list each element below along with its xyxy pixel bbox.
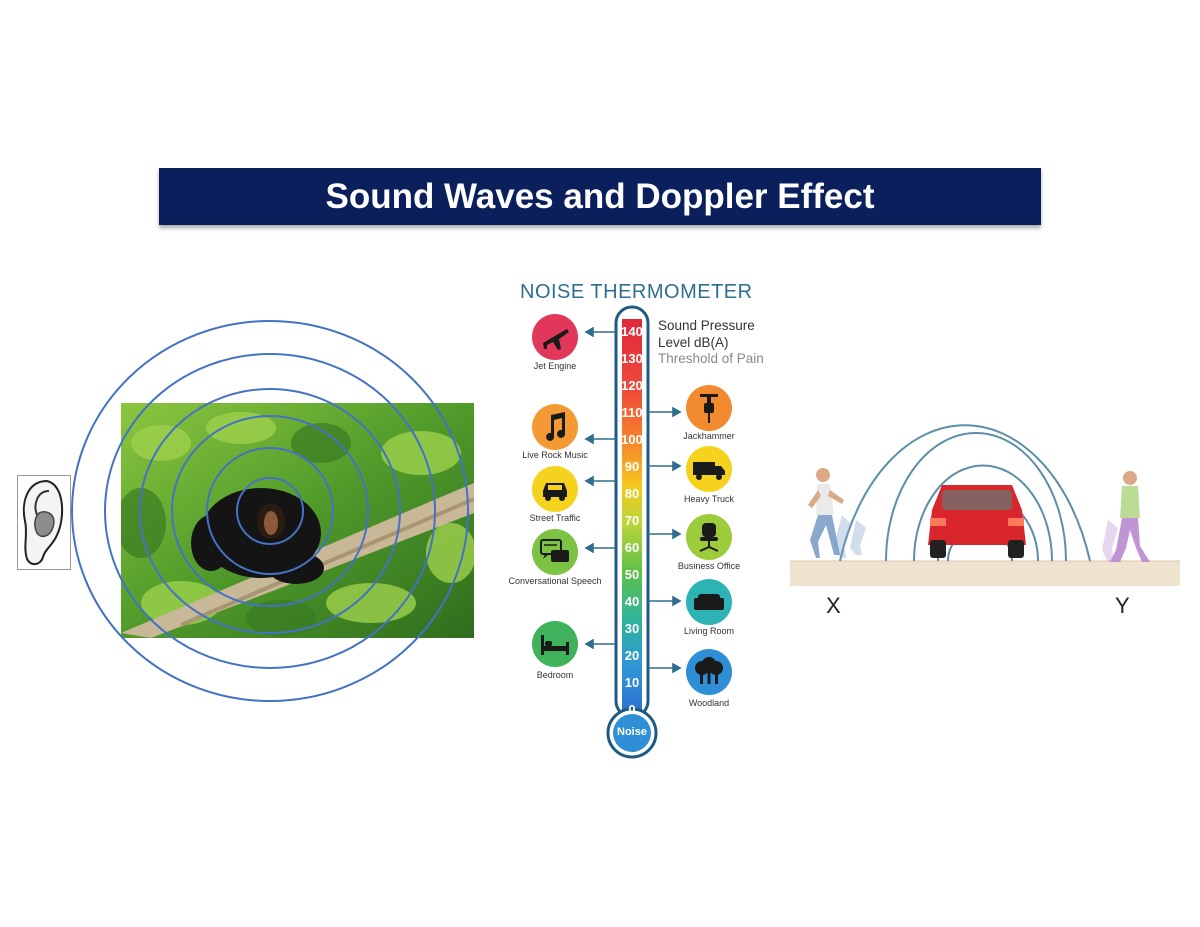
red-car-icon [928,485,1026,558]
tick-label: 0 [628,702,636,717]
sofa-icon [685,578,733,631]
legend-line-2: Level dB(A) [658,335,729,350]
tick-label: 60 [624,540,640,555]
airplane-icon [531,313,579,366]
running-person-right [1110,471,1150,562]
jackhammer-icon [685,384,733,437]
tick-label: 120 [621,378,643,393]
tick-label: 40 [624,594,640,609]
trees-icon [685,648,733,701]
car-icon [531,465,579,518]
thermometer-gauge [604,305,660,760]
running-person-left [808,468,844,558]
page-title: Sound Waves and Doppler Effect [325,176,875,216]
doppler-illustration [790,350,1180,590]
source-label: Heavy Truck [683,494,734,504]
source-arrows [580,320,690,680]
tick-label: 100 [621,432,643,447]
thermometer-bulb-label: Noise [617,726,647,738]
point-x-label: X [826,593,841,618]
source-label: Woodland [688,698,730,708]
tick-label: 50 [624,567,640,582]
source-label: Live Rock Music [522,450,588,460]
office-chair-icon [685,513,733,566]
tick-label: 10 [624,675,640,690]
truck-icon [685,445,733,498]
legend-line-1: Sound Pressure [658,318,755,333]
ear-icon [17,475,71,570]
music-note-icon [531,403,579,456]
source-label: Street Traffic [529,513,581,523]
thermometer-title: NOISE THERMOMETER [520,281,753,303]
sound-wave-circles [60,300,500,720]
bed-icon [531,620,579,673]
title-banner: Sound Waves and Doppler Effect [159,168,1041,225]
source-label: Business Office [677,561,741,571]
speech-bubble-icon [531,528,579,581]
source-label: Conversational Speech [508,576,602,586]
tick-label: 70 [624,513,640,528]
thermometer-legend: Sound Pressure Level dB(A) Threshold of … [658,317,764,366]
threshold-of-pain-label: Threshold of Pain [658,351,764,366]
tick-label: 130 [621,351,643,366]
point-y-label: Y [1115,593,1130,618]
tick-label: 30 [624,621,640,636]
source-label: Jackhammer [683,431,735,441]
tick-label: 80 [624,486,640,501]
tick-label: 140 [621,324,643,339]
source-label: Living Room [683,626,735,636]
tick-label: 20 [624,648,640,663]
source-label: Jet Engine [533,361,577,371]
tick-label: 110 [621,405,643,420]
tick-label: 90 [624,459,640,474]
source-label: Bedroom [536,670,574,680]
